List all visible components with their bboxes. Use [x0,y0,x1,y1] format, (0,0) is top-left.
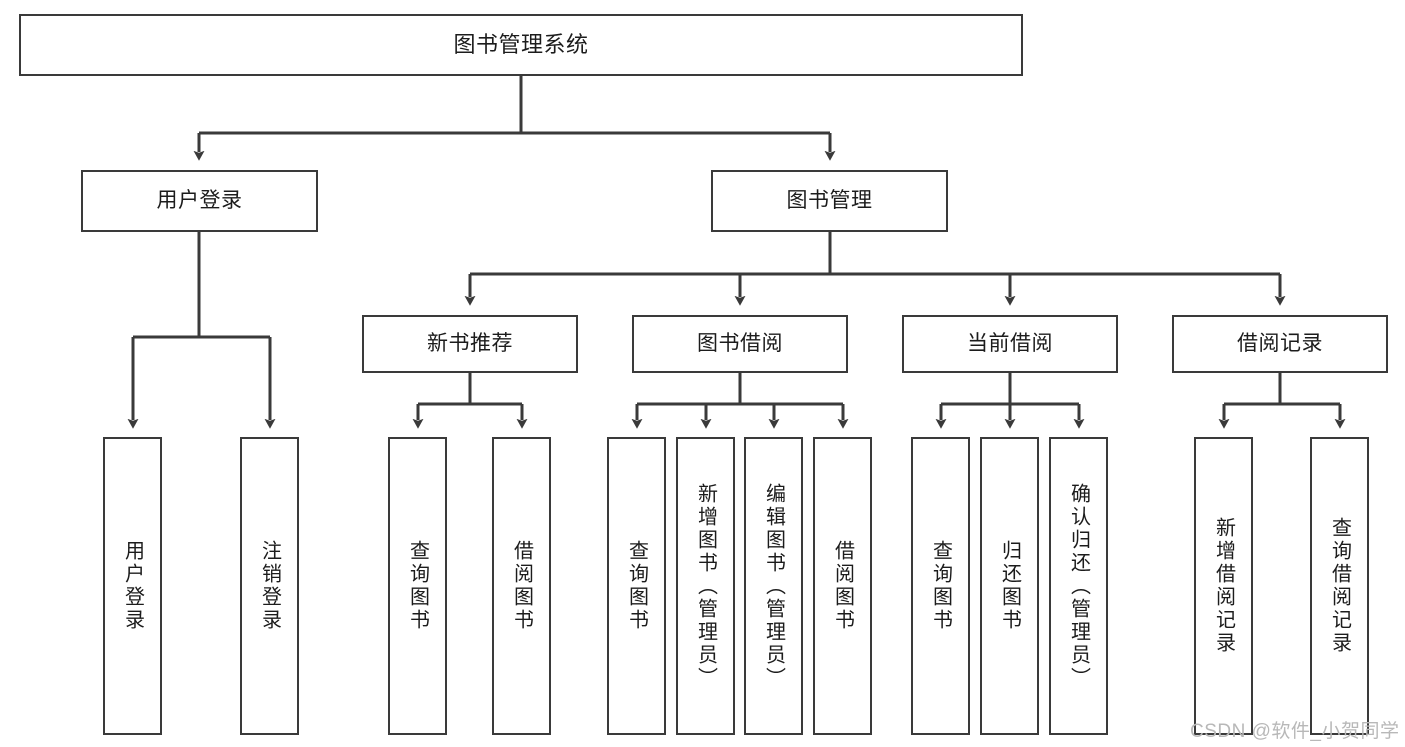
node-borrow-record[interactable]: 借阅记录 [1172,315,1388,373]
node-label: 编辑图书（管理员） [762,482,785,690]
node-current-borrow[interactable]: 当前借阅 [902,315,1118,373]
node-leaf-user-login[interactable]: 用户登录 [103,437,162,735]
node-leaf-query-book-borrow[interactable]: 查询图书 [607,437,666,735]
node-leaf-return-book[interactable]: 归还图书 [980,437,1039,735]
node-label: 确认归还（管理员） [1067,482,1090,690]
node-label: 查询图书 [406,540,429,632]
node-label: 当前借阅 [967,332,1053,356]
node-label: 借阅图书 [831,540,854,632]
node-leaf-logout[interactable]: 注销登录 [240,437,299,735]
node-leaf-edit-book-admin[interactable]: 编辑图书（管理员） [744,437,803,735]
node-new-book-recommend[interactable]: 新书推荐 [362,315,578,373]
node-leaf-add-borrow-record[interactable]: 新增借阅记录 [1194,437,1253,735]
node-book-management[interactable]: 图书管理 [711,170,948,232]
node-label: 新书推荐 [427,332,513,356]
watermark-text: CSDN @软件_小贺同学 [1190,721,1400,742]
node-label: 新增借阅记录 [1212,517,1235,655]
node-leaf-query-borrow-record[interactable]: 查询借阅记录 [1310,437,1369,735]
node-leaf-borrow-book[interactable]: 借阅图书 [813,437,872,735]
node-label: 查询图书 [625,540,648,632]
node-label: 归还图书 [998,540,1021,632]
node-label: 借阅图书 [510,540,533,632]
node-leaf-borrow-book-recommend[interactable]: 借阅图书 [492,437,551,735]
node-label: 注销登录 [258,540,281,632]
node-label: 图书借阅 [697,332,783,356]
node-leaf-confirm-return-admin[interactable]: 确认归还（管理员） [1049,437,1108,735]
node-leaf-query-book-current[interactable]: 查询图书 [911,437,970,735]
node-label: 图书管理 [786,189,873,213]
node-label: 用户登录 [121,540,144,632]
node-label: 用户登录 [156,189,243,213]
node-label: 图书管理系统 [453,31,589,57]
node-root-system[interactable]: 图书管理系统 [19,14,1023,76]
node-label: 查询图书 [929,540,952,632]
node-label: 新增图书（管理员） [694,482,717,690]
node-leaf-add-book-admin[interactable]: 新增图书（管理员） [676,437,735,735]
node-label: 借阅记录 [1237,332,1323,356]
node-leaf-query-book-recommend[interactable]: 查询图书 [388,437,447,735]
node-book-borrow[interactable]: 图书借阅 [632,315,848,373]
node-user-login[interactable]: 用户登录 [81,170,318,232]
node-label: 查询借阅记录 [1328,517,1351,655]
